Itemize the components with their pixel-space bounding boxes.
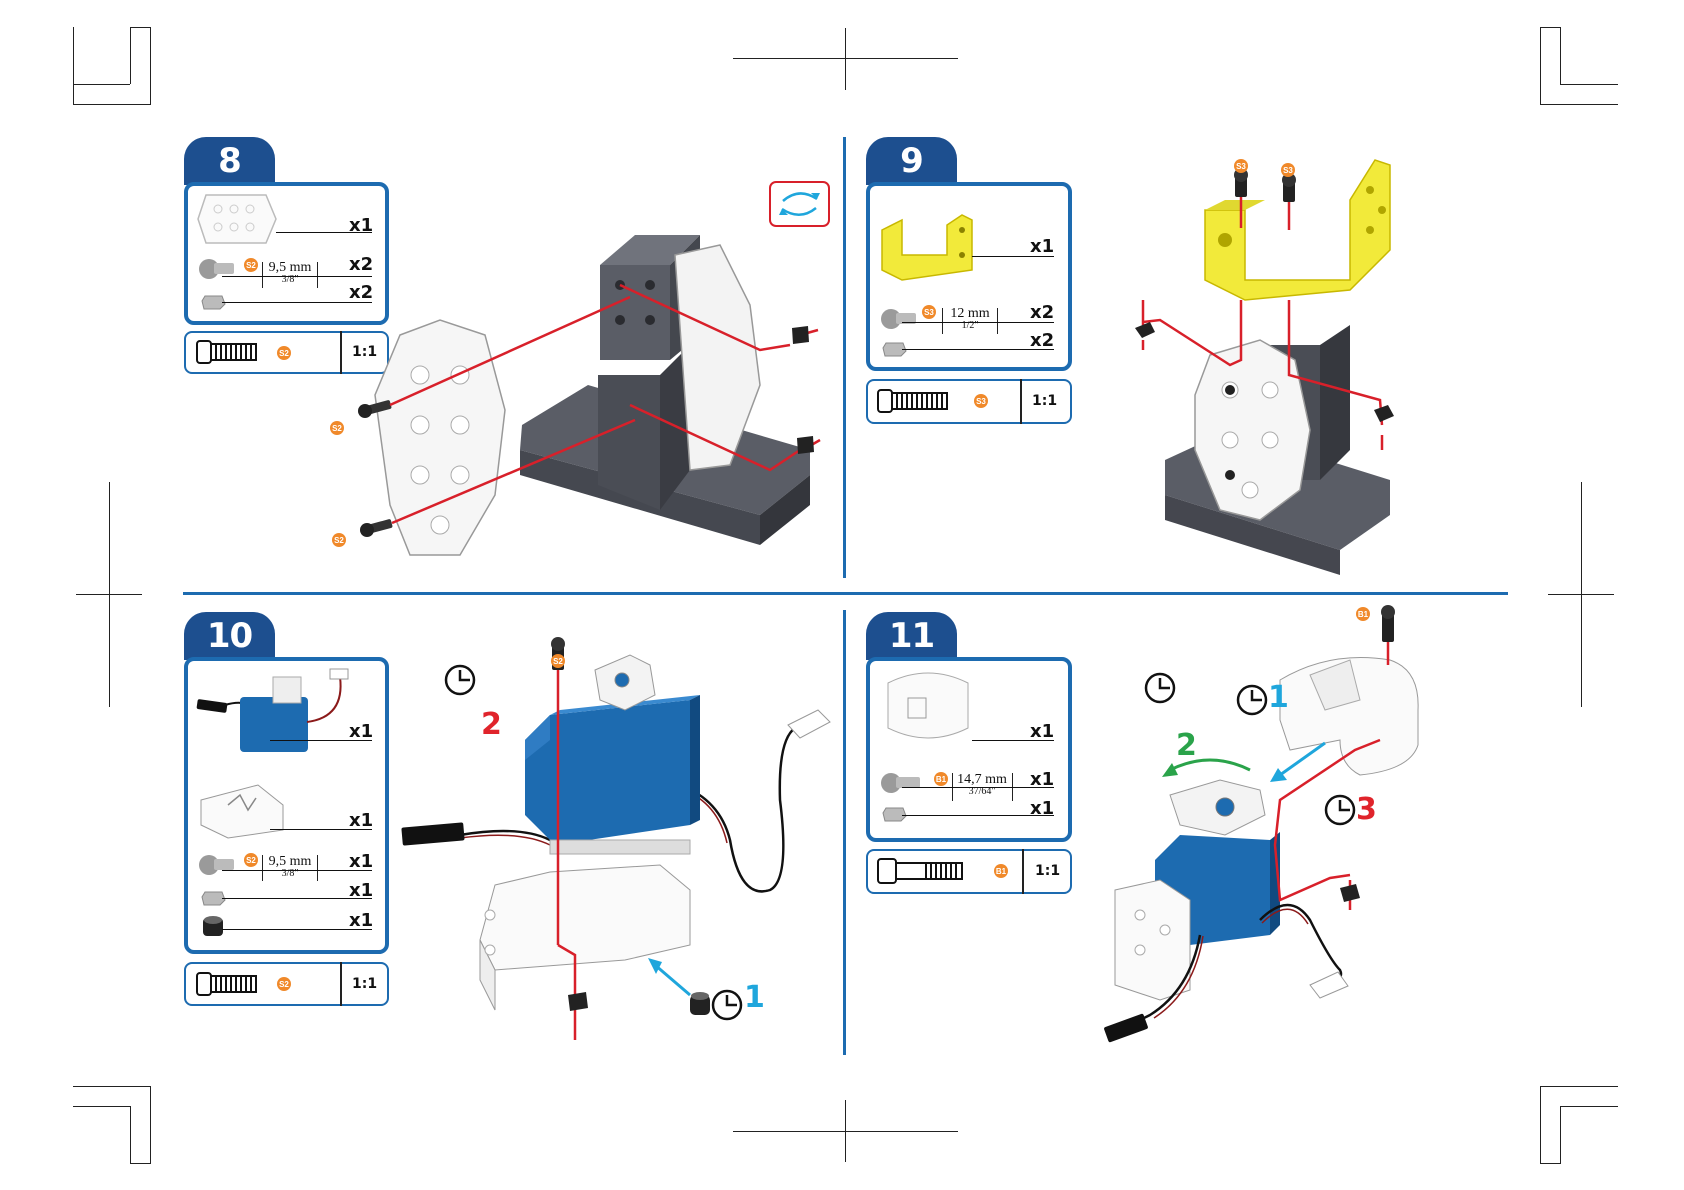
screw-icon — [198, 852, 238, 878]
part-qty: x1 — [1030, 798, 1054, 819]
part-qty: x2 — [1030, 302, 1054, 323]
nut-icon — [883, 806, 907, 822]
horizontal-separator — [183, 592, 1508, 595]
screw-scale-icon — [196, 339, 260, 365]
diagram-badge: S3 — [1281, 163, 1295, 177]
sequence-number: 2 — [1176, 728, 1197, 763]
vertical-separator-bottom — [843, 610, 846, 1055]
scale-ratio: 1:1 — [352, 976, 377, 992]
part-qty: x1 — [349, 880, 373, 901]
dimension-label: 14,7 mm 37/64" — [953, 772, 1011, 797]
dimension-label: 9,5 mm 3/8" — [264, 854, 316, 879]
part-badge: S3 — [922, 305, 936, 319]
rotate-icon[interactable] — [769, 181, 831, 228]
assembly-diagram-11 — [1110, 600, 1440, 1060]
scale-badge: B1 — [994, 864, 1008, 878]
scale-ratio: 1:1 — [1032, 393, 1057, 409]
cap-part-icon — [878, 668, 978, 748]
screw-icon — [880, 770, 924, 796]
diagram-badge: S3 — [1234, 159, 1248, 173]
diagram-badge: S2 — [332, 533, 346, 547]
part-qty: x1 — [349, 810, 373, 831]
screw-scale-icon — [877, 388, 951, 414]
assembly-diagram-8 — [330, 225, 840, 555]
scale-ratio: 1:1 — [1035, 863, 1060, 879]
screw-icon — [198, 256, 238, 282]
scale-badge: S2 — [277, 977, 291, 991]
screw-scale-icon — [877, 857, 965, 885]
part-qty: x1 — [349, 851, 373, 872]
dimension-label: 12 mm 1/2" — [944, 306, 996, 331]
sequence-number: 2 — [481, 707, 502, 742]
lock-nut-icon — [201, 914, 225, 938]
part-badge: S2 — [244, 258, 258, 272]
step-number: 11 — [866, 612, 957, 660]
assembly-diagram-9 — [1150, 150, 1450, 580]
step-number: 9 — [866, 137, 957, 185]
vertical-separator-top — [843, 137, 846, 578]
diagram-badge: B1 — [1356, 607, 1370, 621]
step-number: 8 — [184, 137, 275, 185]
diagram-badge: S2 — [551, 654, 565, 668]
dimension-label: 9,5 mm 3/8" — [264, 260, 316, 285]
part-qty: x1 — [349, 721, 373, 742]
part-badge: S2 — [244, 853, 258, 867]
bracket-part-icon — [198, 780, 288, 840]
sequence-number: 1 — [1268, 680, 1289, 715]
sequence-number: 1 — [744, 980, 765, 1015]
screw-scale-icon — [196, 971, 260, 997]
scale-badge: S3 — [974, 394, 988, 408]
scale-badge: S2 — [277, 346, 291, 360]
part-badge: B1 — [934, 772, 948, 786]
yellow-bracket-icon — [877, 195, 977, 285]
servo-part-icon — [195, 667, 365, 762]
part-qty: x1 — [1030, 236, 1054, 257]
part-qty: x2 — [1030, 330, 1054, 351]
screw-icon — [880, 306, 920, 332]
step-number: 10 — [184, 612, 275, 660]
diagram-badge: S2 — [330, 421, 344, 435]
part-qty: x1 — [349, 910, 373, 931]
sequence-number: 3 — [1356, 792, 1377, 827]
part-qty: x1 — [1030, 769, 1054, 790]
plate-part-icon — [196, 193, 278, 245]
part-qty: x1 — [1030, 721, 1054, 742]
assembly-diagram-10 — [400, 640, 840, 1040]
